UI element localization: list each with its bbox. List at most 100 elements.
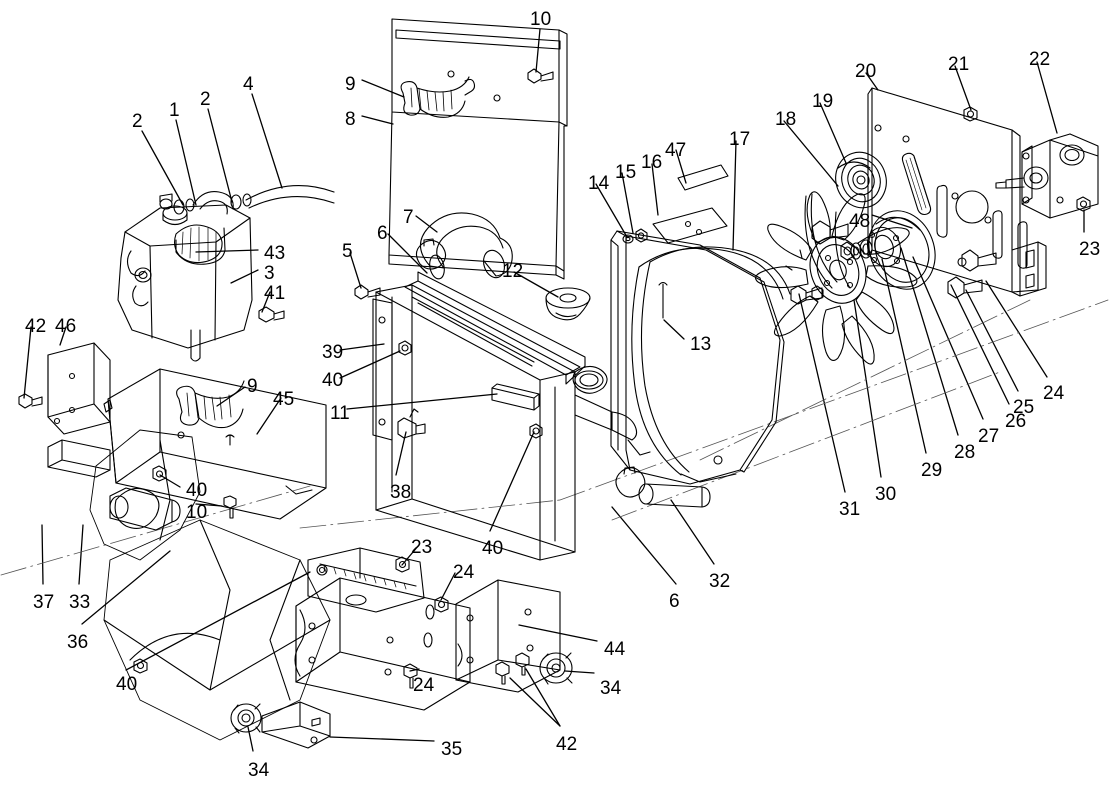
knob-34-left — [230, 703, 262, 734]
callout-7: 7 — [403, 207, 414, 228]
callout-43: 43 — [264, 243, 286, 264]
callout-6b: 6 — [669, 591, 680, 612]
nut-24-upper — [434, 596, 449, 613]
clamp — [173, 199, 185, 215]
callout-8: 8 — [345, 109, 356, 130]
leader-lines — [23, 28, 1085, 752]
callout-44: 44 — [604, 639, 626, 660]
callout-25: 25 — [1013, 397, 1035, 418]
nut-40-bottom — [133, 658, 148, 674]
callout-23b: 23 — [411, 537, 433, 558]
callout-24b: 24 — [453, 562, 475, 583]
callout-10: 10 — [530, 9, 552, 30]
nut-26 — [840, 241, 855, 261]
bolt-41 — [258, 306, 285, 323]
washer-14 — [622, 234, 634, 244]
callout-40d: 40 — [116, 674, 138, 695]
callout-24: 24 — [1043, 383, 1065, 404]
callout-28: 28 — [954, 442, 976, 463]
screw-24-lower — [403, 663, 418, 689]
lower-deck-shell — [103, 519, 331, 741]
bolt-24-lower — [961, 249, 997, 272]
callout-38: 38 — [390, 482, 412, 503]
nut-40-left — [152, 465, 167, 482]
mount-plate-20 — [867, 87, 1047, 297]
callout-47: 47 — [665, 140, 687, 161]
screw-42-b — [515, 652, 530, 676]
callout-3: 3 — [264, 263, 275, 284]
duct-36 — [89, 429, 201, 561]
callout-14: 14 — [588, 173, 610, 194]
callout-36: 36 — [67, 632, 89, 653]
callout-18: 18 — [775, 109, 797, 130]
nut-40-lower — [529, 423, 543, 439]
handle-grip-9-lower — [176, 380, 245, 446]
callout-4: 4 — [243, 74, 254, 95]
pad-37 — [47, 439, 111, 478]
callout-21: 21 — [948, 54, 970, 75]
construction-centerlines — [0, 299, 1109, 576]
callout-13: 13 — [690, 334, 712, 355]
screen-panel-8 — [388, 18, 568, 280]
callout-2: 2 — [132, 111, 143, 132]
callout-42: 42 — [25, 316, 47, 337]
callout-40c: 40 — [186, 480, 208, 501]
fan-shroud-17 — [610, 230, 791, 485]
callout-41: 41 — [264, 283, 286, 304]
callout-5: 5 — [342, 241, 353, 262]
callout-24c: 24 — [413, 675, 435, 696]
callout-40: 40 — [322, 370, 344, 391]
hub-30 — [866, 226, 902, 268]
cover-panel-45 — [103, 368, 327, 520]
angle-bracket-46 — [47, 342, 111, 435]
callout-9: 9 — [345, 74, 356, 95]
nut-23-right — [1076, 196, 1091, 212]
callout-15: 15 — [615, 162, 637, 183]
shield-44 — [455, 579, 561, 693]
nut-40-upper — [398, 340, 412, 356]
callout-37: 37 — [33, 592, 55, 613]
callout-9b: 9 — [247, 376, 258, 397]
callout-12: 12 — [502, 261, 524, 282]
callout-40b: 40 — [482, 538, 504, 559]
nut-15 — [635, 228, 648, 243]
radiator-core — [354, 271, 638, 561]
screw-42-left — [18, 393, 43, 409]
drain-cock-38 — [397, 408, 426, 439]
plate-16 — [652, 207, 728, 244]
callout-39: 39 — [322, 342, 344, 363]
sleeve-33 — [109, 487, 181, 531]
handle-grip-9 — [400, 76, 476, 118]
callout-34: 34 — [248, 760, 270, 781]
screw-10-top — [527, 68, 554, 84]
latch-rod-35 — [261, 701, 331, 749]
callout-1: 1 — [169, 100, 180, 121]
callout-48: 48 — [849, 211, 871, 232]
callout-27: 27 — [978, 426, 1000, 447]
nut-23-lower — [395, 556, 410, 573]
callout-45: 45 — [273, 389, 295, 410]
callout-20: 20 — [855, 61, 877, 82]
frame-member — [294, 577, 471, 711]
strip-47 — [677, 164, 729, 191]
callout-26: 26 — [1005, 411, 1027, 432]
screw-42-a — [495, 661, 510, 685]
hydraulic-pump-22 — [995, 133, 1099, 219]
callout-32: 32 — [709, 571, 731, 592]
upper-radiator-hose-7 — [419, 212, 513, 280]
callout-30: 30 — [875, 484, 897, 505]
expansion-tank-group — [117, 193, 253, 362]
hoses-and-clamps — [173, 185, 335, 215]
callout-31: 31 — [839, 499, 861, 520]
callout-34b: 34 — [600, 678, 622, 699]
bolt-25 — [947, 276, 983, 299]
hose-clamp-6-upper — [415, 238, 447, 270]
grommet-12 — [545, 287, 591, 321]
callout-2b: 2 — [200, 89, 211, 110]
callout-11: 11 — [330, 403, 350, 424]
knob-34-right — [539, 652, 573, 685]
callout-17: 17 — [729, 129, 751, 150]
callout-33: 33 — [69, 592, 91, 613]
